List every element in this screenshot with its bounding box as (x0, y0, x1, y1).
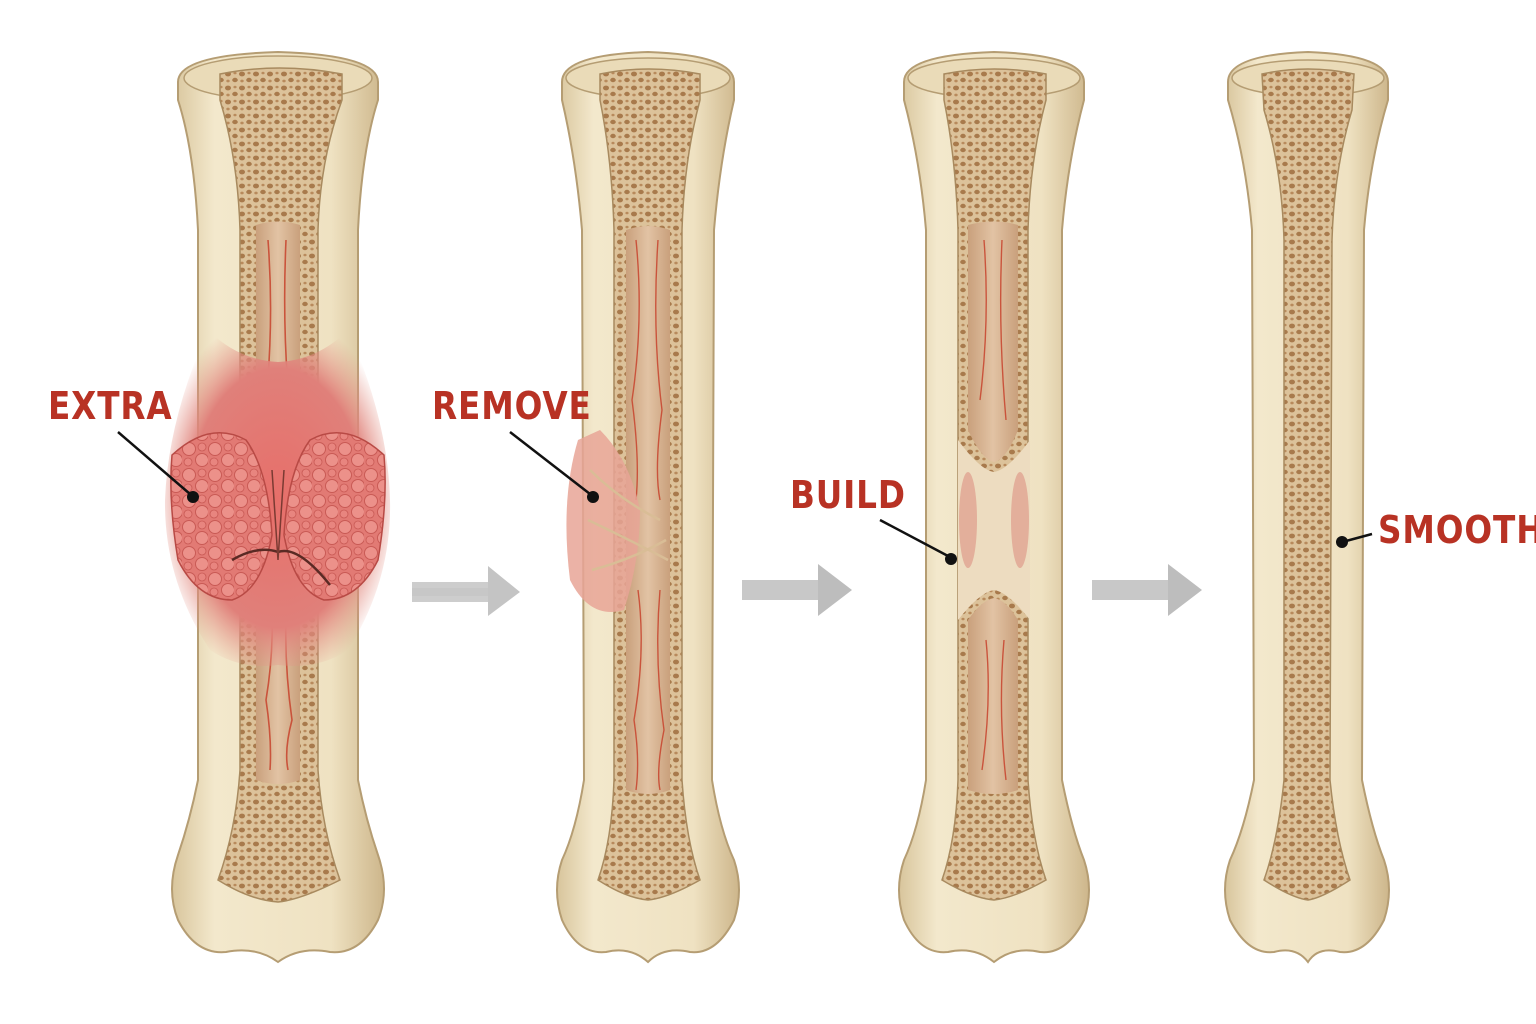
label-smooth: SMOOTH (1378, 508, 1536, 552)
bone-stage-1 (164, 50, 391, 964)
leader-remove (509, 431, 599, 503)
leader-extra (117, 431, 199, 503)
label-extra: EXTRA (48, 384, 173, 428)
label-remove: REMOVE (432, 384, 592, 428)
arrow-2 (742, 564, 852, 616)
label-build: BUILD (790, 473, 906, 517)
bone-stage-2 (556, 50, 740, 964)
uniform-marrow-canal (1261, 68, 1355, 901)
leader-smooth (1336, 532, 1373, 548)
leader-build (879, 518, 957, 565)
new-bone-bridge (958, 440, 1030, 620)
resorption-zone (566, 430, 640, 612)
arrow-1 (412, 566, 520, 616)
bone-stage-4 (1224, 50, 1390, 964)
arrow-3 (1092, 564, 1202, 616)
bone-stage-3 (898, 50, 1090, 964)
